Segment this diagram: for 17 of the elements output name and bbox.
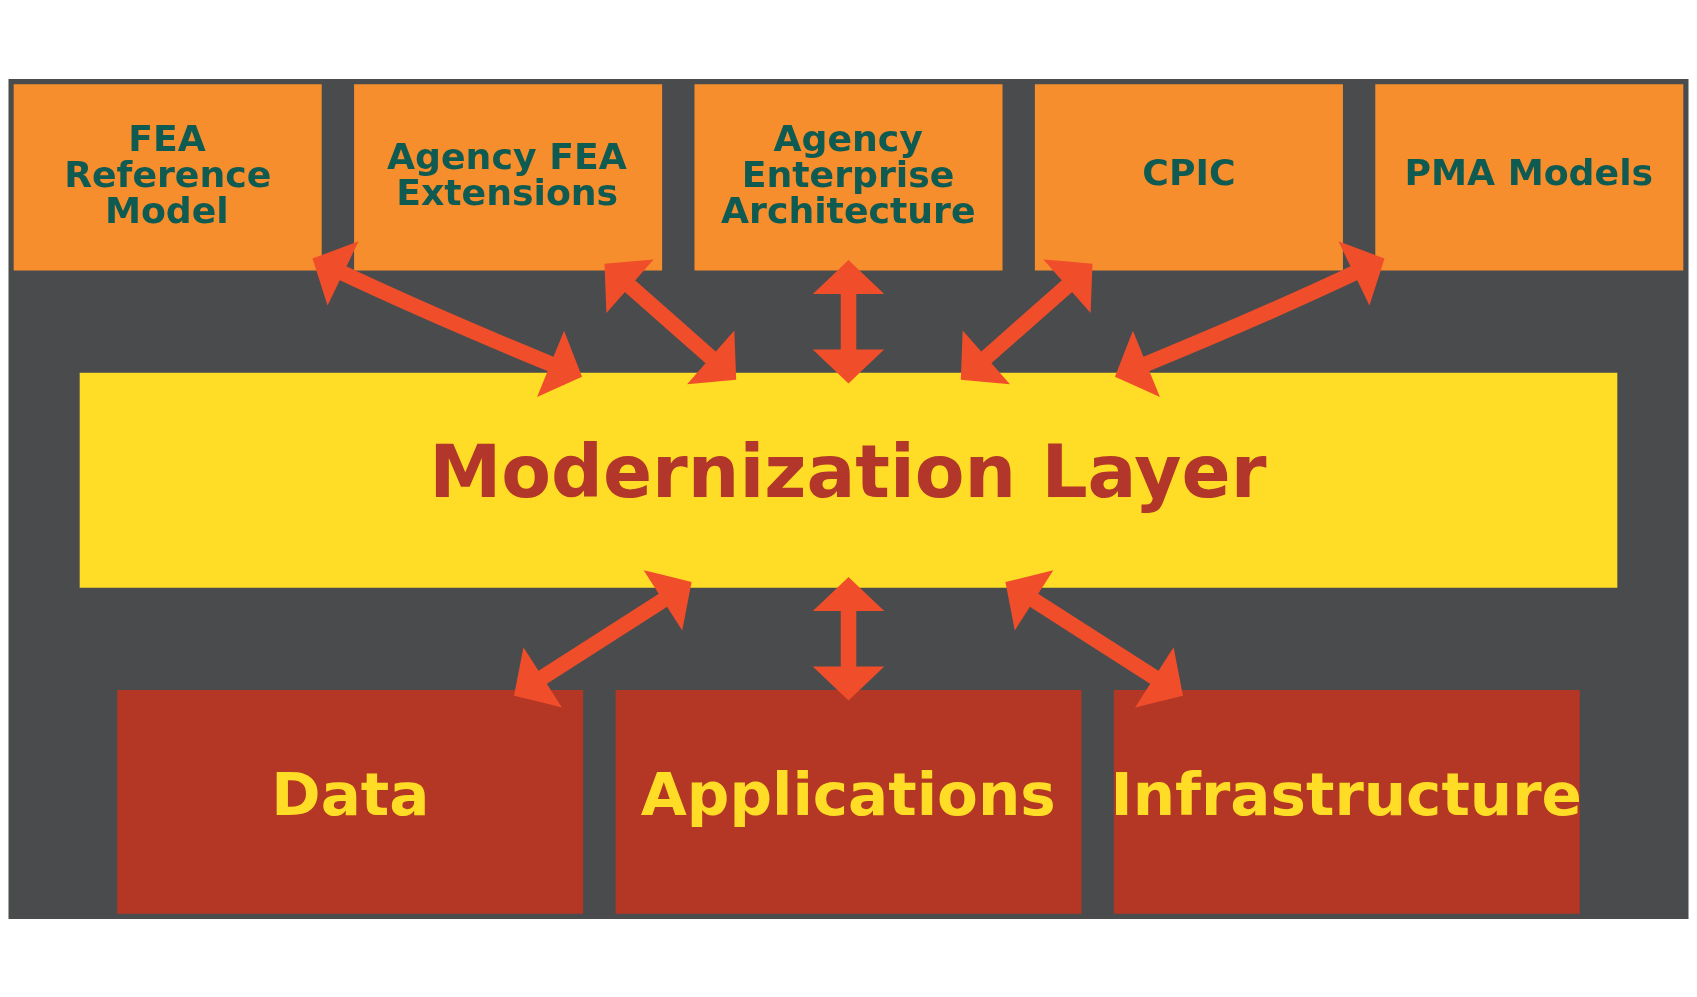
node-box: Infrastructure — [1113, 689, 1580, 914]
arrow — [812, 576, 885, 701]
arrow — [1005, 569, 1183, 707]
arrow — [312, 240, 583, 397]
node-box: Modernization Layer — [79, 372, 1618, 588]
node-box: Agency Enterprise Architecture — [694, 83, 1003, 271]
node-box: PMA Models — [1375, 83, 1684, 271]
node-box: Data — [117, 689, 584, 914]
arrow — [514, 569, 692, 707]
node-box: CPIC — [1034, 83, 1343, 271]
arrow — [1114, 240, 1385, 397]
node-box: Agency FEA Extensions — [354, 83, 663, 271]
node-box: FEA Reference Model — [13, 83, 322, 271]
arrow — [960, 258, 1093, 384]
arrow — [604, 258, 737, 384]
node-box: Applications — [615, 689, 1082, 914]
arrow — [812, 259, 885, 383]
